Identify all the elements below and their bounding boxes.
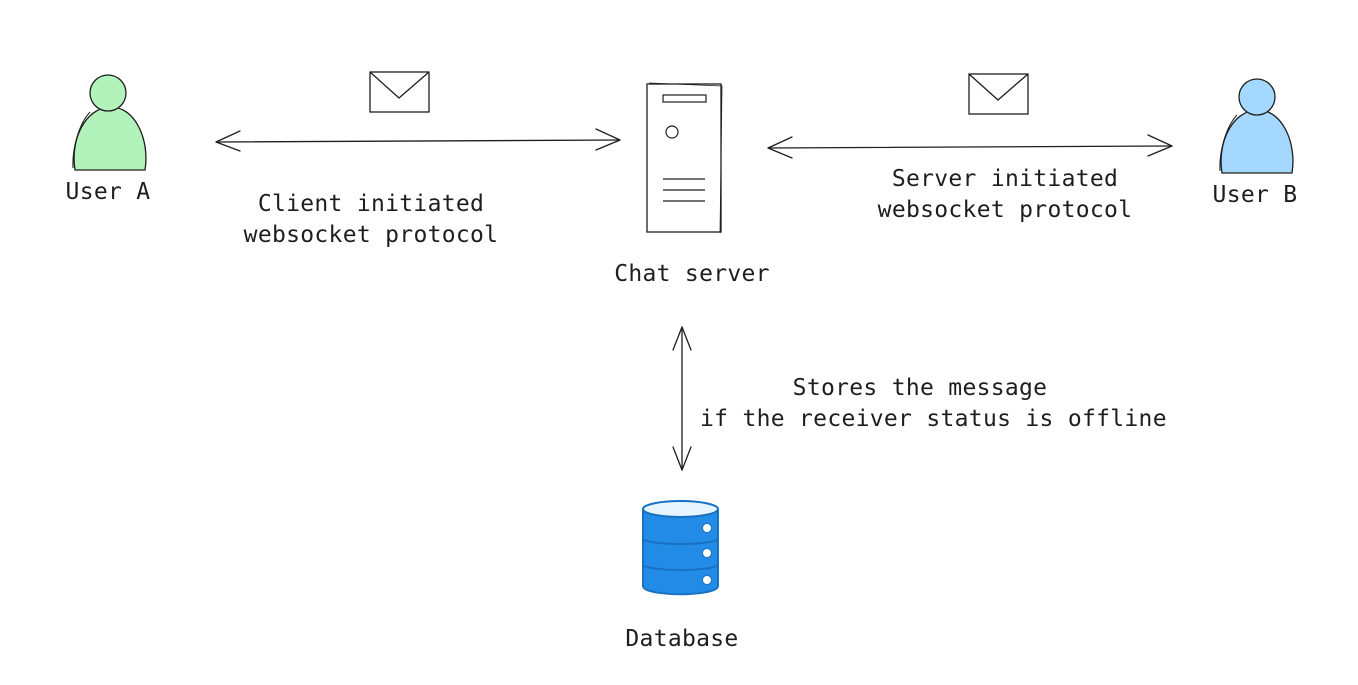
user-a-label: User A — [65, 179, 151, 205]
storage-link-label-line2: if the receiver status is offline — [700, 406, 1167, 432]
envelope-icon — [369, 71, 430, 113]
server-link-label: Server initiated websocket protocol — [855, 164, 1155, 226]
storage-link-label-line1: Stores the message — [792, 375, 1048, 401]
server-icon — [646, 82, 723, 234]
server-link-label-line2: websocket protocol — [877, 197, 1133, 223]
client-link-label-line2: websocket protocol — [243, 222, 499, 248]
storage-link-label: Stores the message if the receiver statu… — [700, 373, 1167, 435]
database-icon — [642, 500, 719, 596]
user-b-label: User B — [1212, 182, 1298, 208]
database-label: Database — [625, 626, 739, 652]
client-link-label-line1: Client initiated — [257, 191, 485, 217]
user-a-icon — [72, 74, 147, 171]
client-link-label: Client initiated websocket protocol — [221, 189, 521, 251]
server-link-label-line1: Server initiated — [891, 166, 1119, 192]
user-b-icon — [1219, 78, 1294, 174]
chat-server-label: Chat server — [614, 261, 770, 287]
storage-connection-arrow — [672, 326, 692, 471]
server-connection-arrow — [767, 134, 1173, 159]
envelope-icon — [968, 73, 1029, 115]
client-connection-arrow — [215, 128, 621, 152]
